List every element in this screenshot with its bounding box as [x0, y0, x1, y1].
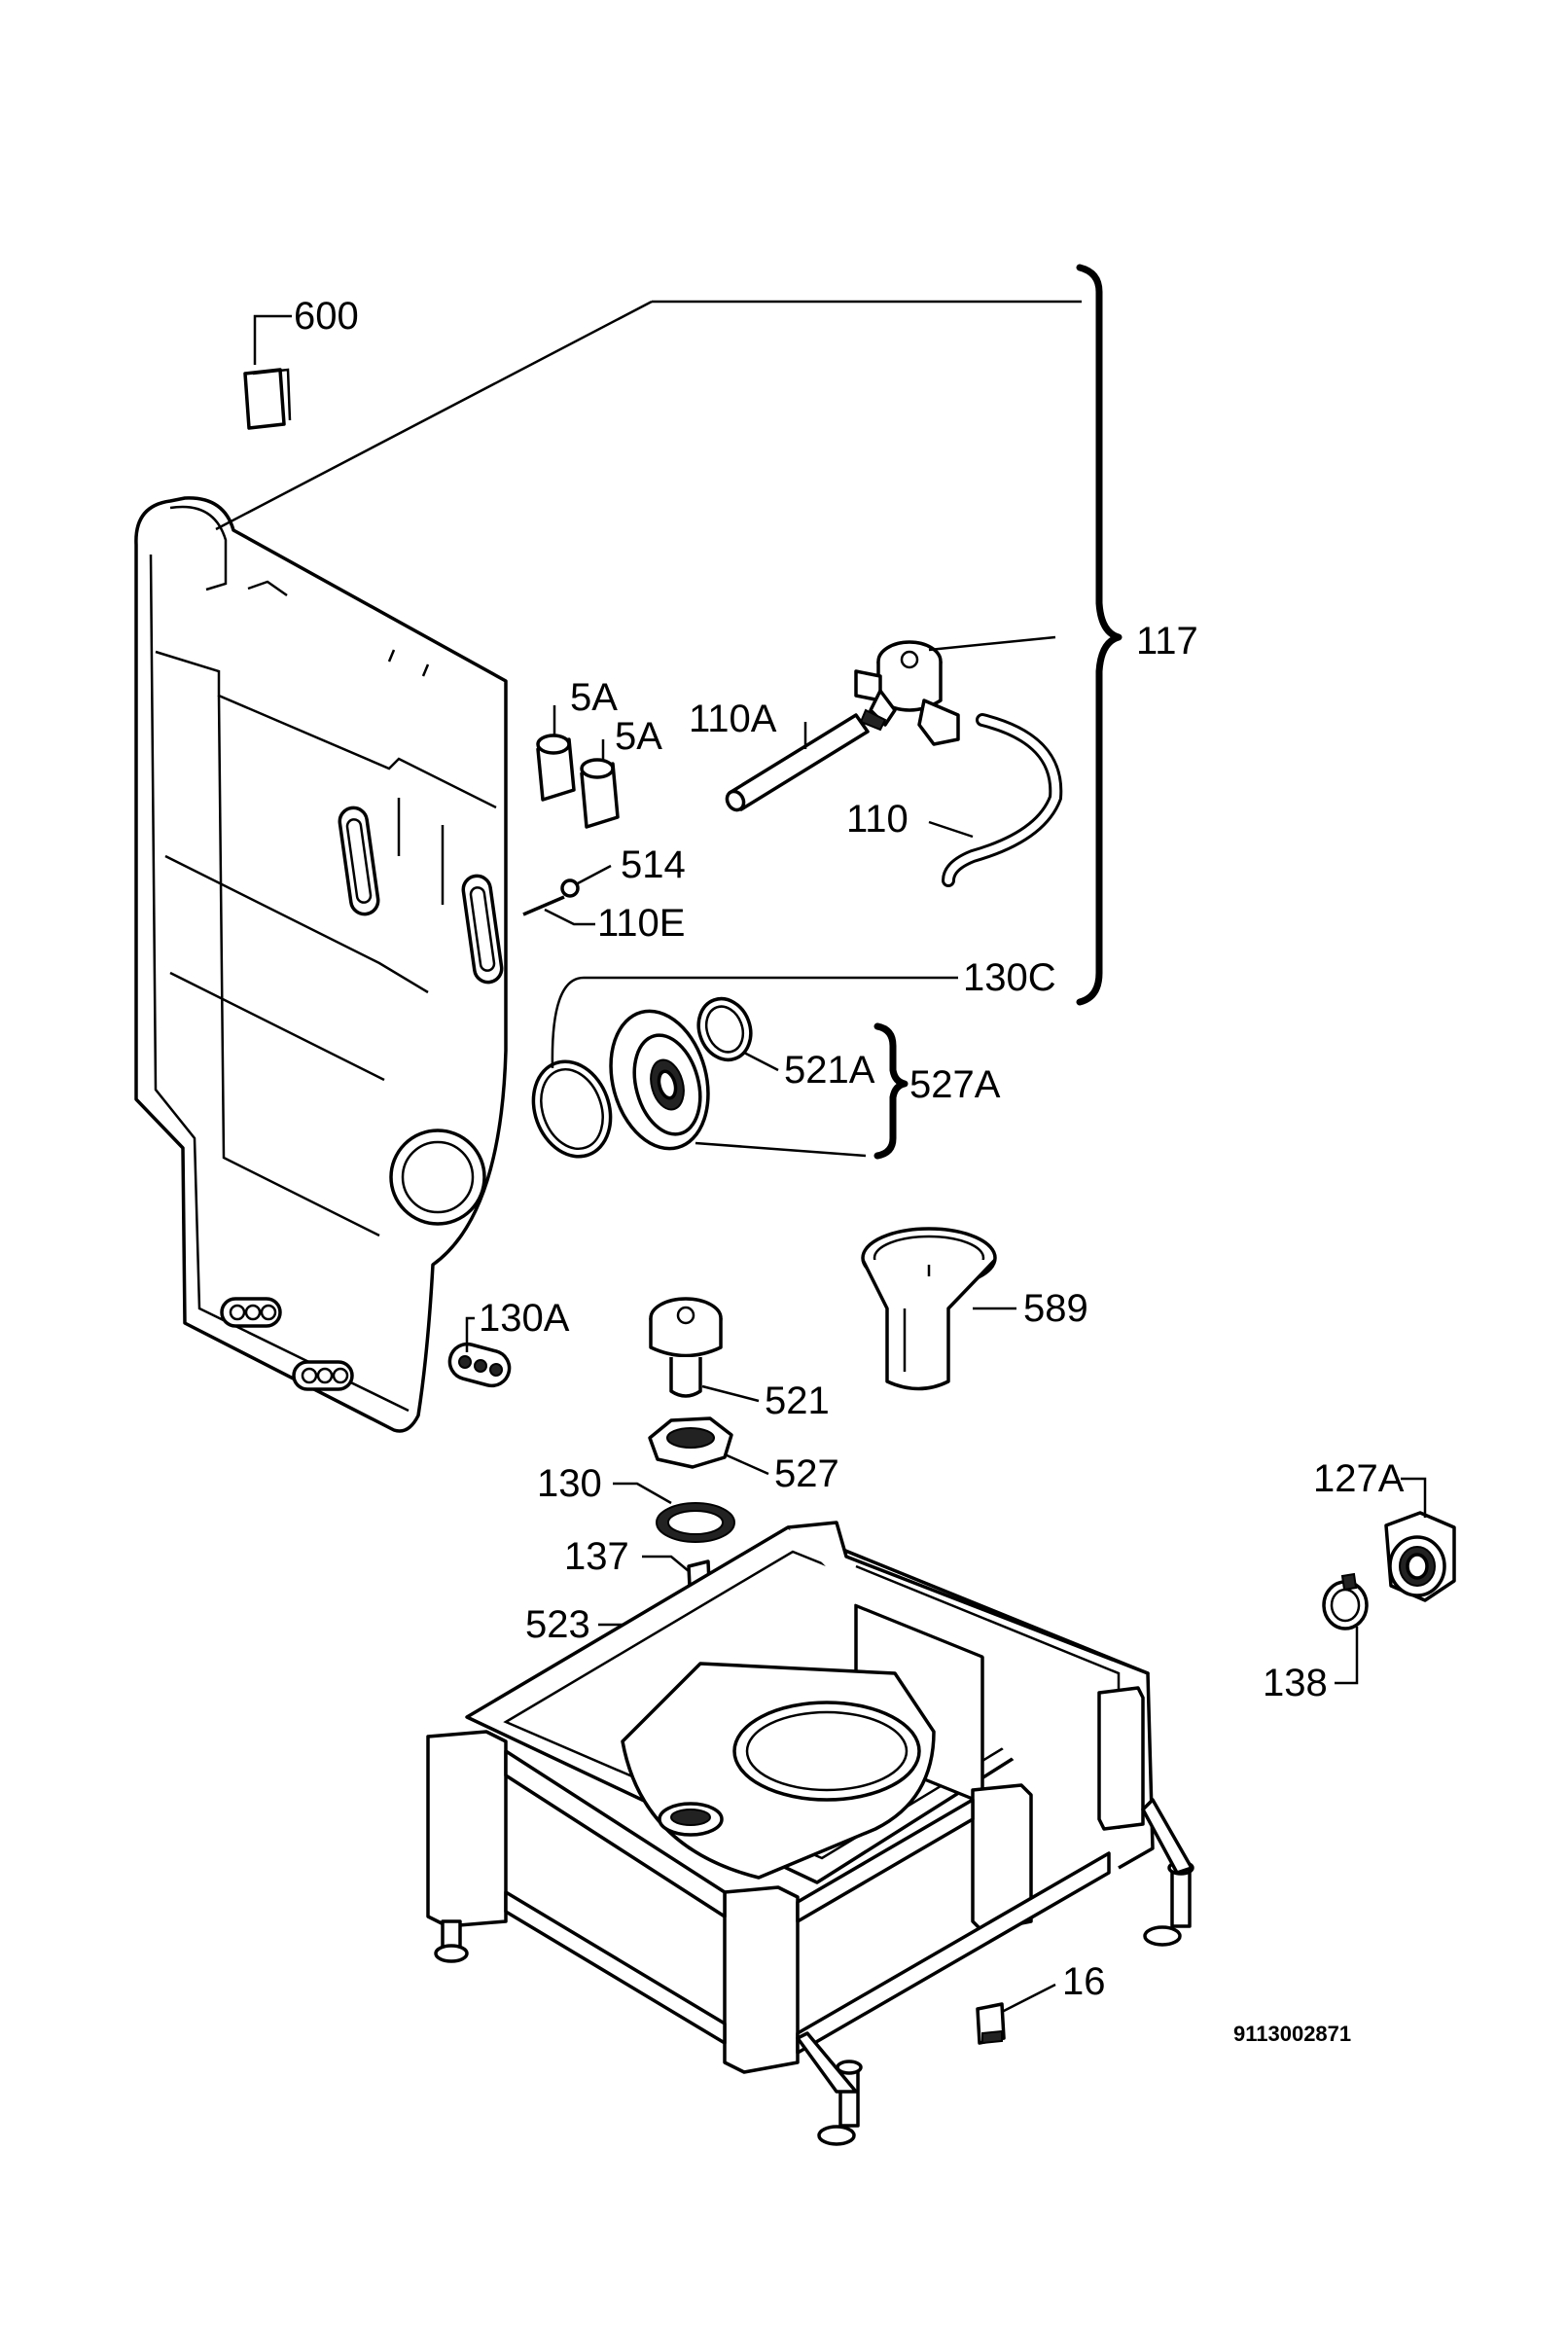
- label-138: 138: [1263, 1662, 1328, 1704]
- label-137: 137: [564, 1535, 629, 1578]
- connector-5a-left: [536, 705, 576, 802]
- clip-16: [976, 1983, 1056, 2045]
- label-117: 117: [1136, 620, 1198, 663]
- clamp-138: [1322, 1572, 1369, 1685]
- inlet-valve-assembly: [854, 635, 1056, 746]
- part-110e: [522, 895, 595, 926]
- part-600: [243, 368, 292, 430]
- label-5a-1: 5A: [570, 676, 618, 719]
- label-110: 110: [846, 798, 909, 841]
- label-523: 523: [525, 1603, 590, 1646]
- label-527: 527: [774, 1452, 839, 1495]
- knob-521: [649, 1297, 760, 1403]
- label-521a: 521A: [784, 1049, 875, 1092]
- side-panel: [134, 496, 508, 1433]
- part-514: [560, 864, 612, 898]
- nut-527a: [609, 1009, 867, 1158]
- label-130a: 130A: [479, 1297, 570, 1340]
- label-514: 514: [621, 843, 686, 886]
- foot-front-left: [434, 1919, 469, 1963]
- label-5a-2: 5A: [615, 715, 662, 758]
- gasket-521a: [696, 996, 779, 1072]
- brace-527a: [873, 1022, 909, 1160]
- coupling-127a: [1384, 1477, 1456, 1602]
- hose-110: [928, 713, 1063, 887]
- label-127a: 127A: [1313, 1457, 1405, 1500]
- funnel-589: [861, 1227, 1016, 1391]
- ring-130c: [531, 976, 958, 1159]
- document-id: 9113002871: [1233, 2022, 1351, 2046]
- label-527a: 527A: [909, 1063, 1001, 1106]
- label-110e: 110E: [597, 902, 685, 945]
- hose-110a: [725, 713, 870, 812]
- nut-527: [648, 1416, 769, 1476]
- label-130: 130: [537, 1462, 602, 1505]
- label-110a: 110A: [689, 698, 777, 740]
- label-600: 600: [294, 295, 359, 338]
- base-frame: [426, 1521, 1194, 2146]
- foot-back-right: [1143, 1860, 1194, 1947]
- label-589: 589: [1023, 1287, 1088, 1330]
- label-16: 16: [1062, 1960, 1106, 2003]
- labels: 600 117 5A 5A 110A 110 514 110E 130C 521…: [253, 295, 1405, 2046]
- connector-5a-right: [580, 739, 620, 829]
- foot-front-center: [817, 2060, 863, 2146]
- label-521: 521: [765, 1379, 830, 1422]
- label-130c: 130C: [963, 956, 1056, 999]
- seal-130a: [447, 1316, 512, 1388]
- ring-130: [613, 1482, 735, 1543]
- brace-117: [215, 264, 1123, 1006]
